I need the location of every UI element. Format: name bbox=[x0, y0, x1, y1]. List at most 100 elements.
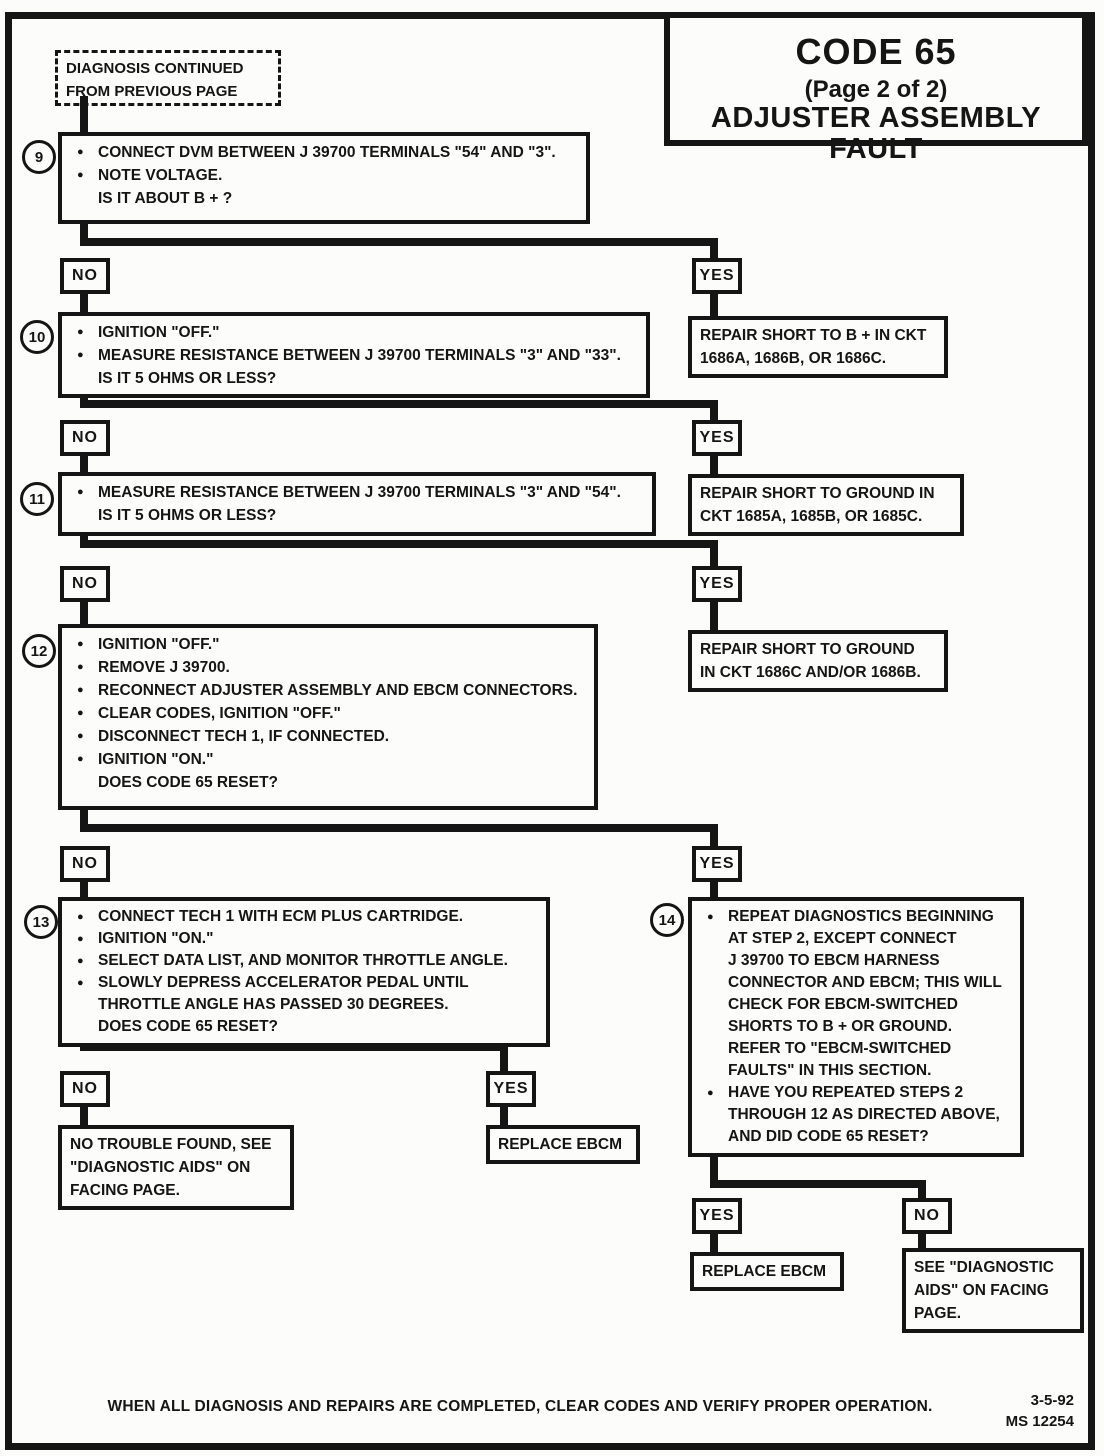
step-line-text: CONNECT TECH 1 WITH ECM PLUS CARTRIDGE. bbox=[98, 908, 464, 925]
text-line: REPAIR SHORT TO B + IN CKT bbox=[700, 327, 927, 344]
decision-no-step10: NO bbox=[60, 420, 110, 456]
connector bbox=[710, 292, 718, 318]
step-line-text: IGNITION "OFF." bbox=[98, 324, 220, 341]
bullet-spacer bbox=[62, 504, 98, 527]
connector bbox=[710, 246, 718, 260]
bullet-icon: ● bbox=[77, 707, 84, 719]
action-replace-ebcm-step13: REPLACE EBCM bbox=[486, 1125, 640, 1164]
step-line: ●IGNITION "OFF." bbox=[62, 321, 640, 344]
bullet-icon: ● bbox=[77, 977, 84, 989]
decision-no-step9: NO bbox=[60, 258, 110, 294]
step-line-text: THROUGH 12 AS DIRECTED ABOVE, bbox=[728, 1106, 1000, 1123]
step-line-text: MEASURE RESISTANCE BETWEEN J 39700 TERMI… bbox=[98, 484, 621, 501]
step-line-text: DOES CODE 65 RESET? bbox=[98, 1018, 279, 1035]
step-line: DOES CODE 65 RESET? bbox=[62, 771, 588, 794]
step-line-text: NOTE VOLTAGE. bbox=[98, 167, 223, 184]
step-line: ●CONNECT DVM BETWEEN J 39700 TERMINALS "… bbox=[62, 141, 580, 164]
bullet-icon: ● bbox=[77, 753, 84, 765]
step-line: AND DID CODE 65 RESET? bbox=[692, 1126, 1014, 1148]
step-line: FAULTS" IN THIS SECTION. bbox=[692, 1060, 1014, 1082]
connector bbox=[710, 1180, 926, 1188]
text-line: FACING PAGE. bbox=[70, 1182, 180, 1199]
bullet-spacer bbox=[692, 972, 728, 994]
connector bbox=[710, 408, 718, 422]
step-number-12: 12 bbox=[22, 634, 56, 668]
step-line-text: HAVE YOU REPEATED STEPS 2 bbox=[728, 1084, 964, 1101]
step-box-11: ●MEASURE RESISTANCE BETWEEN J 39700 TERM… bbox=[58, 472, 656, 536]
connector bbox=[710, 600, 718, 632]
action-no-trouble-found: NO TROUBLE FOUND, SEE"DIAGNOSTIC AIDS" O… bbox=[58, 1125, 294, 1210]
step-line-text: IS IT 5 OHMS OR LESS? bbox=[98, 507, 277, 524]
bullet-spacer bbox=[62, 771, 98, 794]
step-line: CONNECTOR AND EBCM; THIS WILL bbox=[692, 972, 1014, 994]
connector bbox=[918, 1188, 926, 1200]
bullet-spacer bbox=[62, 187, 98, 210]
action-replace-ebcm-step14: REPLACE EBCM bbox=[690, 1252, 844, 1291]
step-box-13: ● CONNECT TECH 1 WITH ECM PLUS CARTRIDGE.… bbox=[58, 897, 550, 1047]
step-line: REFER TO "EBCM-SWITCHED bbox=[692, 1038, 1014, 1060]
bullet-spacer bbox=[692, 928, 728, 950]
text-line: IN CKT 1686C AND/OR 1686B. bbox=[700, 664, 921, 681]
step-line: SHORTS TO B + OR GROUND. bbox=[692, 1016, 1014, 1038]
step-line-text: IGNITION "ON." bbox=[98, 751, 214, 768]
bullet-icon: ● bbox=[707, 911, 714, 923]
decision-yes-step14: YES bbox=[692, 1198, 742, 1234]
step-line: ●CLEAR CODES, IGNITION "OFF." bbox=[62, 702, 588, 725]
text-line: CKT 1685A, 1685B, OR 1685C. bbox=[700, 508, 923, 525]
step-line-text: DISCONNECT TECH 1, IF CONNECTED. bbox=[98, 728, 390, 745]
document-id: 3-5-92 MS 12254 bbox=[990, 1390, 1074, 1432]
step-line-text: REPEAT DIAGNOSTICS BEGINNING bbox=[728, 908, 994, 925]
step-line-text: THROTTLE ANGLE HAS PASSED 30 DEGREES. bbox=[98, 996, 449, 1013]
text-line: REPAIR SHORT TO GROUND bbox=[700, 641, 915, 658]
step-line-text: SLOWLY DEPRESS ACCELERATOR PEDAL UNTIL bbox=[98, 974, 469, 991]
step-number-10: 10 bbox=[20, 320, 54, 354]
step-line: ● DISCONNECT TECH 1, IF CONNECTED. bbox=[62, 725, 588, 748]
step-line: DOES CODE 65 RESET? bbox=[62, 1016, 540, 1038]
bullet-icon: ● bbox=[77, 661, 84, 673]
text-line: REPAIR SHORT TO GROUND IN bbox=[700, 485, 935, 502]
bullet-spacer bbox=[692, 1126, 728, 1148]
bullet-spacer bbox=[692, 950, 728, 972]
step-line: IS IT 5 OHMS OR LESS? bbox=[62, 504, 646, 527]
page-border bbox=[5, 12, 1095, 1450]
decision-yes-step13: YES bbox=[486, 1071, 536, 1107]
action-repair-ground-1685: REPAIR SHORT TO GROUND IN CKT 1685A, 1685… bbox=[688, 474, 964, 536]
connector bbox=[500, 1105, 508, 1127]
step-line-text: SHORTS TO B + OR GROUND. bbox=[728, 1018, 953, 1035]
text-line: REPLACE EBCM bbox=[702, 1263, 827, 1280]
connector bbox=[80, 824, 718, 832]
step-line: IS IT ABOUT B + ? bbox=[62, 187, 580, 210]
connector bbox=[500, 1051, 508, 1073]
step-number-14: 14 bbox=[650, 903, 684, 937]
step-box-12: ●IGNITION "OFF."●REMOVE J 39700.●RECONNE… bbox=[58, 624, 598, 810]
text-line: 1686A, 1686B, OR 1686C. bbox=[700, 350, 887, 367]
bullet-icon: ● bbox=[77, 955, 84, 967]
step-line: ● RECONNECT ADJUSTER ASSEMBLY AND EBCM CO… bbox=[62, 679, 588, 702]
connector bbox=[80, 238, 718, 246]
connector bbox=[710, 832, 718, 848]
connector bbox=[918, 1232, 926, 1250]
step-line-text: J 39700 TO EBCM HARNESS bbox=[728, 952, 940, 969]
step-line-text: REFER TO "EBCM-SWITCHED bbox=[728, 1040, 952, 1057]
step-number-13: 13 bbox=[24, 905, 58, 939]
decision-no-step13: NO bbox=[60, 1071, 110, 1107]
step-line-text: IGNITION "OFF." bbox=[98, 636, 220, 653]
text-line: FROM PREVIOUS PAGE bbox=[66, 83, 238, 100]
bullet-icon: ● bbox=[77, 684, 84, 696]
footer-note: WHEN ALL DIAGNOSIS AND REPAIRS ARE COMPL… bbox=[107, 1398, 933, 1415]
step-line: AT STEP 2, EXCEPT CONNECT bbox=[692, 928, 1014, 950]
text-line: NO TROUBLE FOUND, SEE bbox=[70, 1136, 272, 1153]
action-repair-short-b-plus: REPAIR SHORT TO B + IN CKT 1686A, 1686B, … bbox=[688, 316, 948, 378]
step-line: ●IGNITION "ON." bbox=[62, 928, 540, 950]
bullet-spacer bbox=[62, 994, 98, 1016]
step-line: ● REPEAT DIAGNOSTICS BEGINNING bbox=[692, 906, 1014, 928]
page-subtitle: ADJUSTER ASSEMBLY FAULT bbox=[710, 102, 1042, 165]
bullet-icon: ● bbox=[77, 730, 84, 742]
step-line-text: CONNECTOR AND EBCM; THIS WILL bbox=[728, 974, 1002, 991]
step-line-text: CONNECT DVM BETWEEN J 39700 TERMINALS "5… bbox=[98, 144, 556, 161]
step-line: IS IT 5 OHMS OR LESS? bbox=[62, 367, 640, 390]
step-line-text: RECONNECT ADJUSTER ASSEMBLY AND EBCM CON… bbox=[98, 682, 578, 699]
connector bbox=[80, 1043, 508, 1051]
step-line-text: IGNITION "ON." bbox=[98, 930, 214, 947]
